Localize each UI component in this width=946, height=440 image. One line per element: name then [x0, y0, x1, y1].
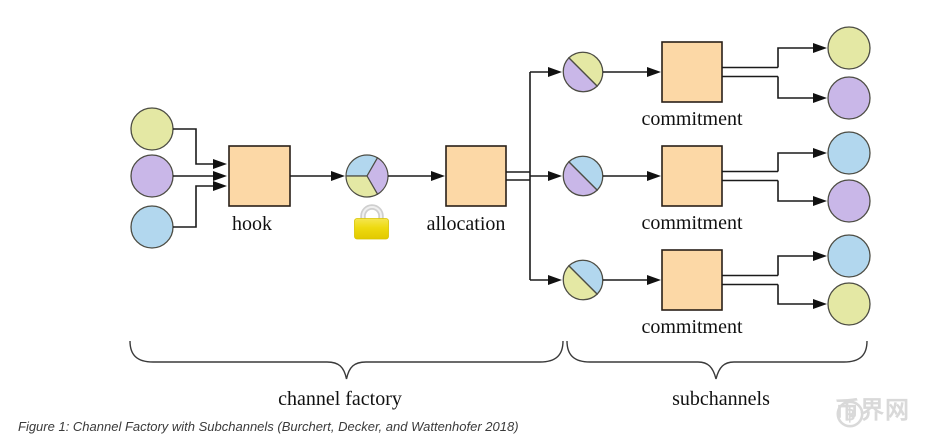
- bitcoin-coin-icon: ฿: [836, 400, 864, 428]
- allocation-label: allocation: [427, 213, 506, 235]
- pair-to-commitment-arrows: [603, 67, 661, 285]
- party-node-green: [130, 107, 174, 151]
- arrow-c3-out-top: [777, 251, 827, 276]
- party-to-hook-arrows: [173, 128, 227, 228]
- output-node-green-1: [827, 26, 871, 70]
- subchannels-label: subchannels: [672, 388, 770, 410]
- arrow-c1-out-bottom: [777, 76, 827, 103]
- commitment-box-1: [661, 41, 723, 103]
- party-node-purple: [130, 154, 174, 198]
- pair3-half-blue: [567, 259, 604, 296]
- arrow-green-to-hook: [173, 128, 227, 169]
- commitment-output-lines: [722, 43, 827, 309]
- watermark: ฿ 币界网: [835, 399, 910, 428]
- channel-factory-label: channel factory: [278, 388, 402, 410]
- commitment-box-3: [661, 249, 723, 311]
- hook-label: hook: [232, 213, 272, 235]
- commitment-label-1: commitment: [641, 108, 743, 130]
- hook-box: [228, 145, 291, 207]
- output-node-purple-2: [827, 179, 871, 223]
- allocation-box: [445, 145, 507, 207]
- pair2-half-purple: [562, 160, 599, 197]
- pair2-half-blue: [567, 155, 604, 192]
- lock-icon: [354, 204, 389, 240]
- commitment-label-2: commitment: [641, 212, 743, 234]
- figure-caption: Figure 1: Channel Factory with Subchanne…: [18, 419, 519, 434]
- output-node-blue-1: [827, 131, 871, 175]
- pair3-half-green: [562, 264, 599, 301]
- arrow-c3-out-bottom: [777, 284, 827, 309]
- commitment-label-3: commitment: [641, 316, 743, 338]
- bitcoin-symbol: ฿: [845, 405, 856, 424]
- subchannels-brace: [566, 340, 868, 380]
- pie-slice-green: [345, 175, 379, 198]
- arrow-c1-out-top: [777, 43, 827, 68]
- subchannel-pair-nodes: [562, 51, 604, 301]
- output-nodes: [827, 26, 871, 326]
- output-node-green-2: [827, 282, 871, 326]
- party-nodes: [130, 107, 174, 249]
- lock-body: [354, 218, 389, 240]
- allocation-split-lines: [506, 67, 562, 285]
- pair1-half-purple: [562, 56, 599, 93]
- commitment-box-2: [661, 145, 723, 207]
- funding-pie: [345, 154, 389, 198]
- output-node-blue-2: [827, 234, 871, 278]
- pair1-half-green: [567, 51, 604, 88]
- arrow-c2-out-top: [777, 148, 827, 172]
- party-node-blue: [130, 205, 174, 249]
- lock-shackle-highlight: [362, 206, 382, 221]
- channel-factory-brace: [129, 340, 564, 380]
- arrow-c2-out-bottom: [777, 180, 827, 206]
- arrow-blue-to-hook: [173, 181, 227, 228]
- output-node-purple-1: [827, 76, 871, 120]
